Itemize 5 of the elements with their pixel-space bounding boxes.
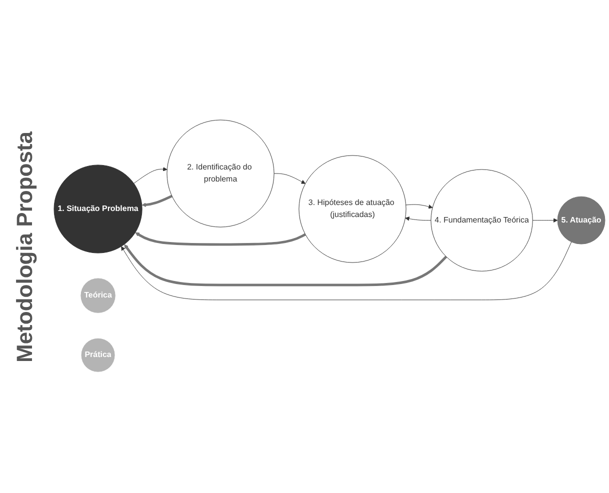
arrow <box>142 195 172 208</box>
arrow <box>124 244 448 287</box>
arrow <box>532 218 558 223</box>
arrow <box>135 232 306 246</box>
diagram-title: Metodologia Proposta <box>12 131 38 362</box>
